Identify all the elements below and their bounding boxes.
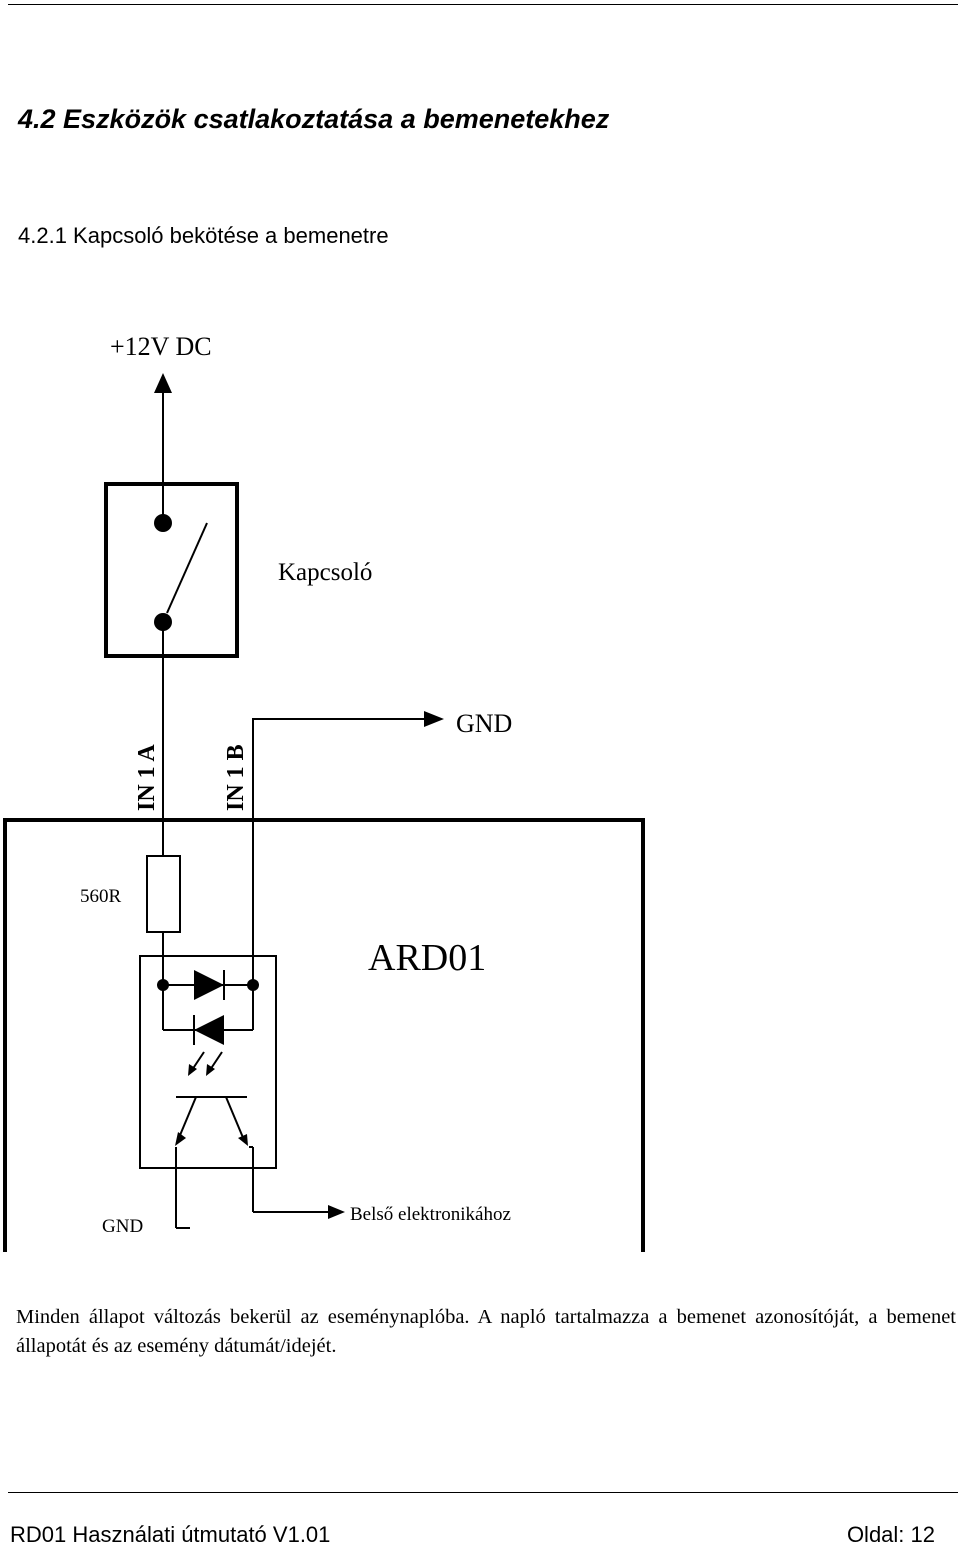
led-forward-icon bbox=[194, 970, 224, 1000]
gnd-bottom-label: GND bbox=[102, 1216, 143, 1237]
wiring-diagram: +12V DC Kapcsoló IN 1 A GND IN 1 B ARD01… bbox=[3, 332, 645, 1252]
switch-lever bbox=[166, 522, 208, 614]
top-rule bbox=[8, 4, 958, 5]
phototransistor bbox=[175, 1096, 330, 1229]
output-arrow-icon bbox=[328, 1205, 345, 1219]
switch-contact-top bbox=[154, 514, 172, 532]
footer-rule bbox=[8, 1492, 958, 1493]
in1b-wire bbox=[252, 718, 425, 985]
resistor bbox=[146, 855, 181, 933]
input-b-label: IN 1 B bbox=[223, 744, 249, 811]
device-outline bbox=[3, 818, 645, 1252]
gnd-top-label: GND bbox=[456, 709, 512, 738]
switch-box bbox=[104, 482, 239, 658]
optocoupler-box bbox=[139, 955, 277, 1169]
input-a-label: IN 1 A bbox=[134, 744, 160, 811]
page-number: Oldal: 12 bbox=[846, 1522, 935, 1547]
gnd-top-arrow-icon bbox=[424, 711, 444, 727]
led-node-left bbox=[157, 979, 169, 991]
body-paragraph: Minden állapot változás bekerül az esemé… bbox=[16, 1306, 956, 1357]
supply-arrow-icon bbox=[154, 373, 172, 393]
led-node-right bbox=[247, 979, 259, 991]
subsection-heading: 4.2.1 Kapcsoló bekötése a bemenetre bbox=[18, 223, 389, 248]
device-label: ARD01 bbox=[368, 937, 486, 979]
section-heading: 4.2 Eszközök csatlakoztatása a bemenetek… bbox=[18, 104, 610, 134]
collector-arrow-icon bbox=[238, 1134, 248, 1146]
led-reverse-icon bbox=[194, 1015, 224, 1045]
footer-title: RD01 Használati útmutató V1.01 bbox=[10, 1522, 331, 1547]
supply-label: +12V DC bbox=[110, 332, 212, 361]
resistor-label: 560R bbox=[80, 886, 122, 907]
output-label: Belső elektronikához bbox=[350, 1204, 511, 1225]
light-arrows-icon bbox=[188, 1051, 223, 1076]
emitter-arrow-icon bbox=[175, 1132, 186, 1146]
switch-label: Kapcsoló bbox=[278, 559, 372, 586]
